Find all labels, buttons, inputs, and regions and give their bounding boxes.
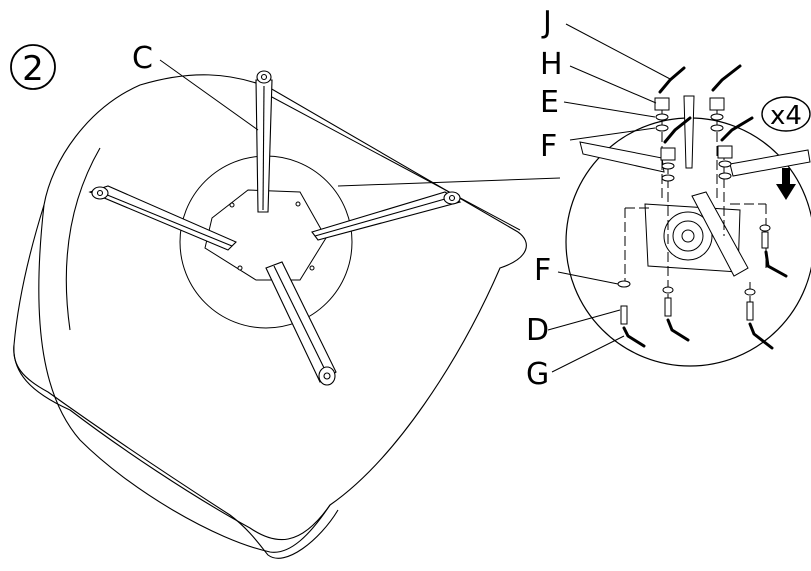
label-g: G — [526, 357, 549, 392]
swivel-plate — [204, 189, 327, 281]
allen-key-j — [663, 116, 692, 144]
plate-hole — [229, 202, 235, 208]
label-j: J — [541, 5, 552, 40]
label-h-leader — [569, 65, 657, 104]
label-f-top-leader — [569, 127, 656, 141]
label-h: H — [540, 47, 563, 82]
label-f-bottom: F — [534, 253, 551, 288]
allen-key-j — [720, 116, 754, 142]
detail-view: x4 — [565, 64, 811, 367]
bolt-d — [620, 305, 628, 325]
bolt-d — [746, 301, 754, 321]
plate-hole — [237, 265, 243, 271]
detail-leg-bottom — [691, 191, 749, 277]
washers — [617, 113, 771, 296]
quantity-text: x4 — [770, 101, 802, 131]
label-e-leader — [563, 101, 656, 118]
swivel-plate-outline — [204, 189, 327, 281]
allen-keys — [622, 64, 788, 350]
leg-right-ridge — [314, 196, 453, 237]
label-d: D — [526, 313, 549, 348]
cushion-top-outline — [38, 74, 527, 553]
plate-hole — [295, 201, 301, 207]
zoom-leader-top — [337, 177, 561, 187]
cushion-ridge-line — [269, 95, 521, 231]
leg-top-foot-hole — [260, 73, 268, 81]
step-number: 2 — [22, 49, 44, 89]
leg-left-ridge — [99, 191, 233, 247]
cushion-side-outline — [13, 204, 331, 541]
detail-leg-right — [729, 149, 811, 177]
step-number-badge: 2 — [10, 44, 56, 90]
nut-h — [709, 97, 725, 111]
allen-key-g — [748, 322, 774, 350]
plate-hole — [309, 265, 315, 271]
allen-key-g — [622, 326, 646, 348]
label-e: E — [540, 85, 559, 120]
detail-leg-left — [579, 141, 665, 173]
step-number-circle — [10, 44, 56, 90]
leg-top-ridge — [262, 85, 265, 211]
cushion-fold-line — [65, 147, 101, 331]
label-c-leader — [159, 59, 259, 131]
leg-right-foot-hole — [448, 194, 456, 202]
bolt-d — [761, 231, 769, 249]
leg-bottom-foot-hole — [323, 372, 331, 380]
label-c-callout: C — [132, 41, 259, 131]
quantity-badge-circle — [761, 96, 811, 132]
allen-key-j — [658, 66, 686, 94]
nut-h — [660, 147, 676, 161]
label-f-bottom-leader — [557, 271, 619, 285]
allen-key-j — [711, 64, 742, 92]
quantity-badge: x4 — [761, 96, 811, 132]
cushion-edge-outline — [13, 344, 339, 559]
seat-cushion — [13, 74, 527, 559]
leg-left-foot-hole — [96, 189, 104, 197]
leg-bottom-ridge — [273, 265, 329, 377]
allen-key-g — [764, 250, 788, 278]
part-labels — [547, 23, 673, 373]
bolts-d — [620, 231, 769, 325]
detail-swivel-hub — [681, 229, 695, 243]
nuts-h — [654, 97, 733, 161]
label-f-top: F — [540, 129, 557, 164]
bolt-d — [664, 297, 672, 317]
label-j-leader — [565, 23, 673, 81]
chair-base — [88, 70, 462, 386]
allen-key-g — [666, 318, 690, 342]
label-c: C — [132, 41, 153, 76]
nut-h — [654, 97, 670, 111]
detail-leg-top — [683, 95, 695, 169]
label-g-leader — [551, 335, 625, 373]
down-arrow-icon — [776, 168, 796, 200]
label-d-leader — [547, 309, 621, 331]
nut-h — [717, 145, 733, 159]
